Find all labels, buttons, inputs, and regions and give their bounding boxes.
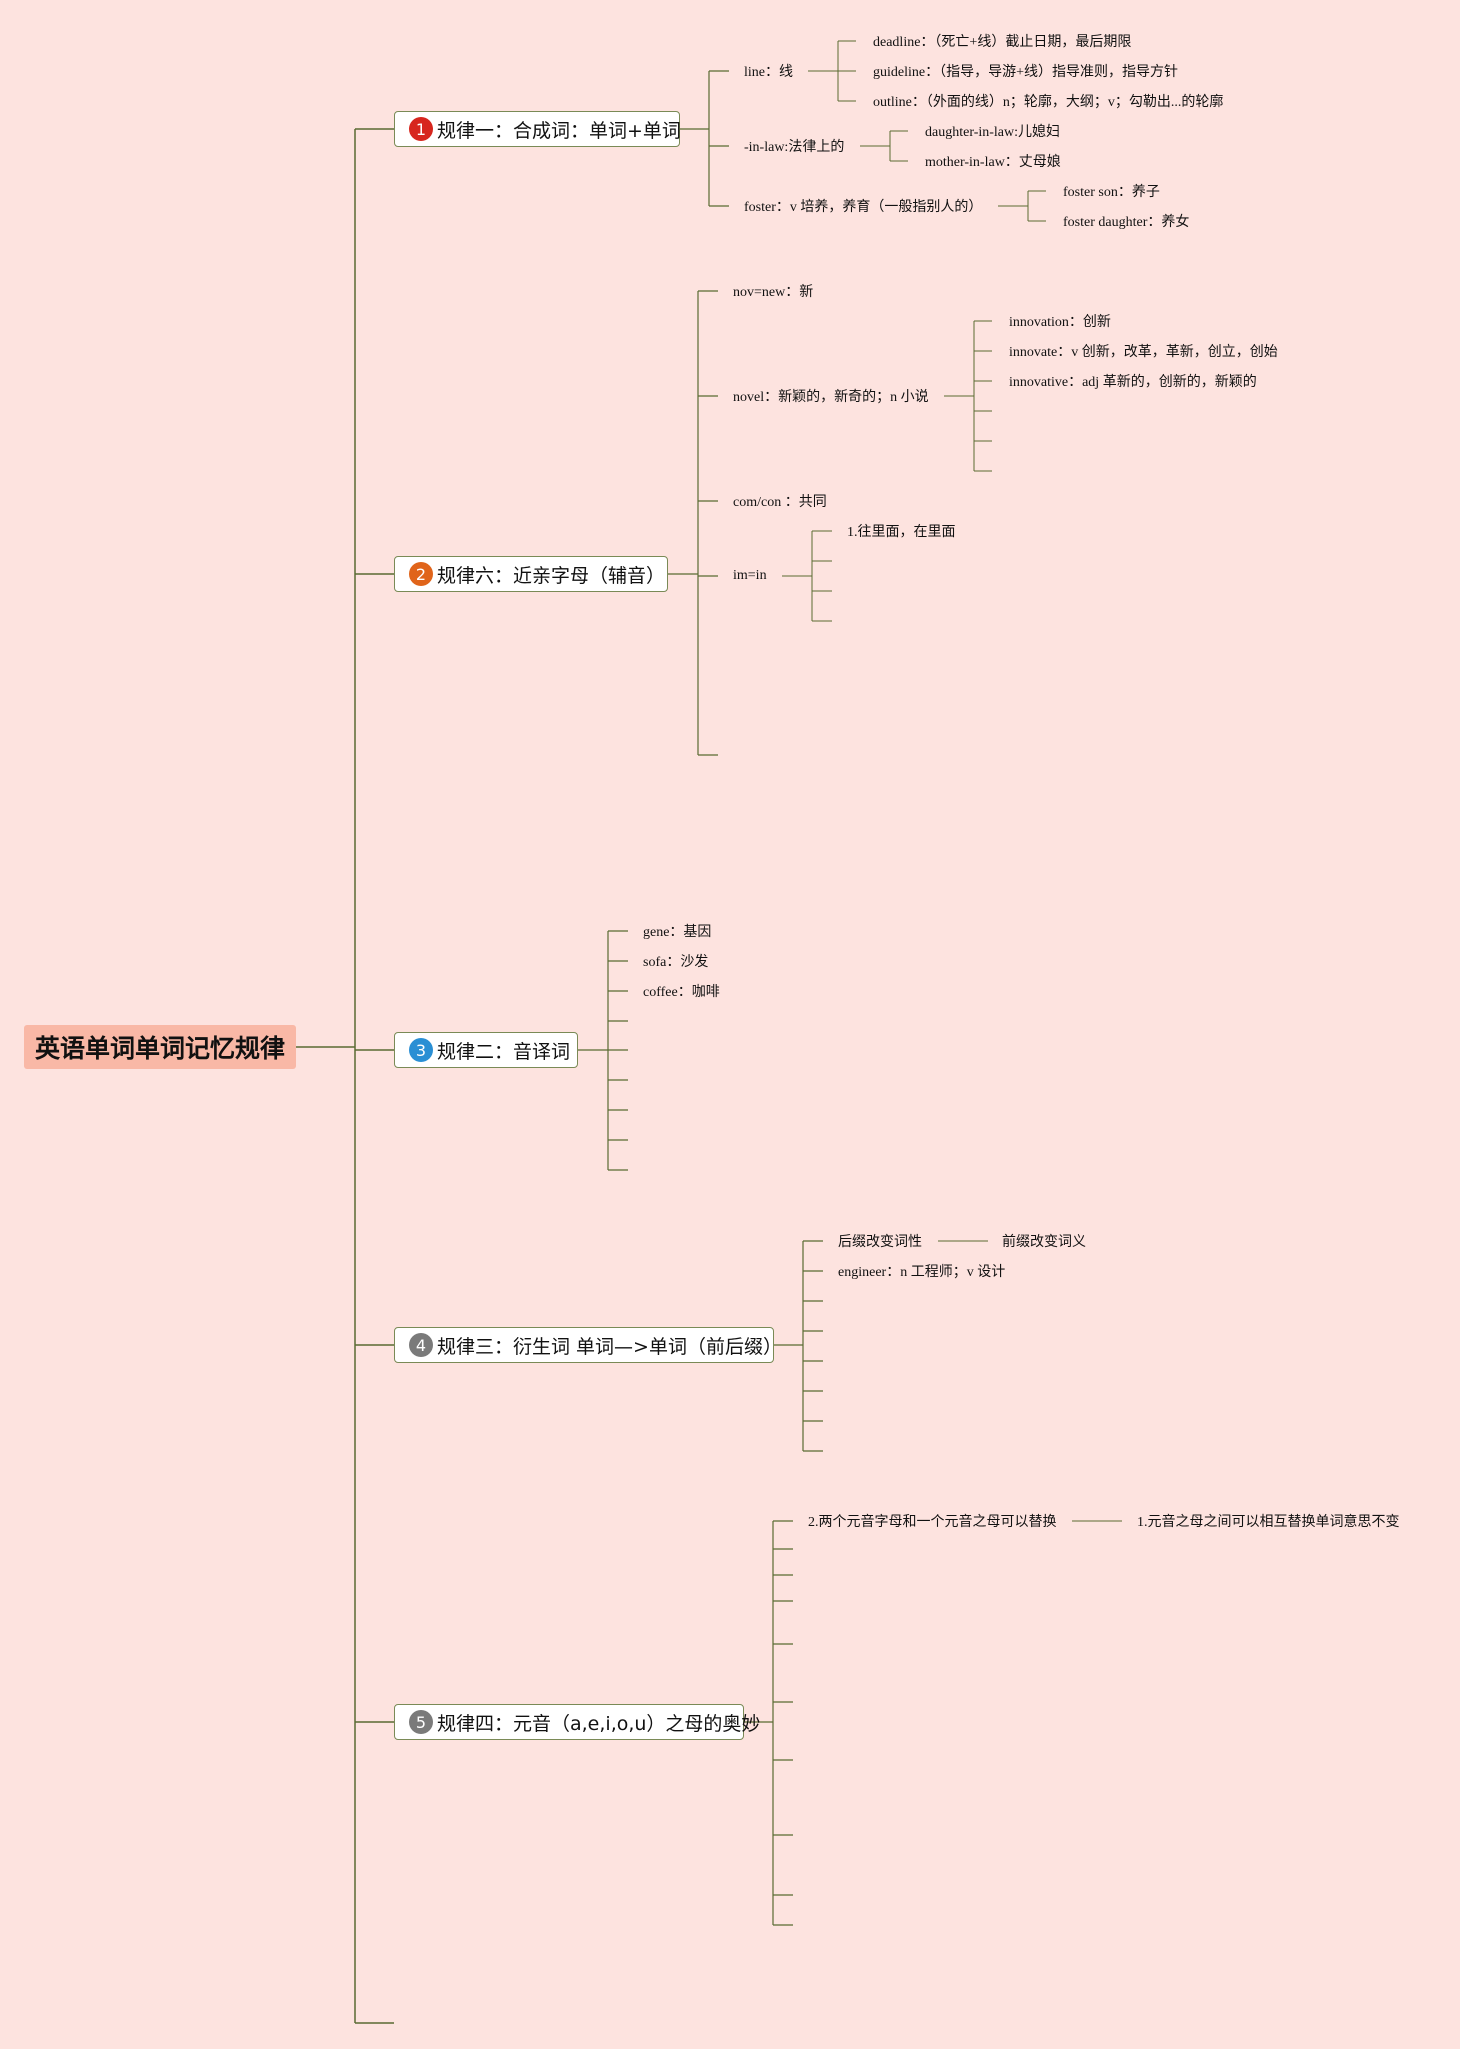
branch-rule-4[interactable]: 5 规律四：元音（a,e,i,o,u）之母的奥妙	[394, 1704, 760, 1740]
number-badge-1: 1	[409, 117, 433, 141]
leaf-innovative[interactable]: innovative：adj 革新的，创新的，新颖的	[1009, 375, 1257, 390]
branch-rule-3[interactable]: 4 规律三：衍生词 单词—>单词（前后缀）	[394, 1327, 782, 1363]
subtopic-im-in[interactable]: im=in	[733, 568, 767, 583]
leaf-vowel-mother[interactable]: 1.元音之母之间可以相互替换单词意思不变	[1137, 1515, 1400, 1530]
leaf-foster-daughter[interactable]: foster daughter：养女	[1063, 215, 1190, 230]
leaf-innovation[interactable]: innovation：创新	[1009, 315, 1111, 330]
subtopic-gene[interactable]: gene：基因	[643, 925, 712, 940]
leaf-deadline[interactable]: deadline：（死亡+线）截止日期，最后期限	[873, 35, 1132, 50]
number-badge-5: 5	[409, 1710, 433, 1734]
subtopic-in-law[interactable]: -in-law:法律上的	[744, 140, 845, 155]
branch-rule-6[interactable]: 2 规律六：近亲字母（辅音）	[394, 556, 668, 592]
leaf-mother-in-law[interactable]: mother-in-law：丈母娘	[925, 155, 1061, 170]
leaf-foster-son[interactable]: foster son：养子	[1063, 185, 1160, 200]
subtopic-vowel-replace[interactable]: 2.两个元音字母和一个元音之母可以替换	[808, 1515, 1057, 1530]
leaf-inside[interactable]: 1.往里面，在里面	[847, 525, 956, 540]
subtopic-sofa[interactable]: sofa：沙发	[643, 955, 709, 970]
subtopic-novel[interactable]: novel：新颖的，新奇的；n 小说	[733, 390, 929, 405]
subtopic-nov[interactable]: nov=new：新	[733, 285, 814, 300]
branch-title: 规律六：近亲字母（辅音）	[437, 564, 666, 587]
subtopic-engineer[interactable]: engineer：n 工程师；v 设计	[838, 1265, 1006, 1280]
leaf-outline[interactable]: outline：（外面的线）n；轮廓，大纲；v；勾勒出...的轮廓	[873, 95, 1224, 110]
subtopic-suffix[interactable]: 后缀改变词性	[838, 1235, 922, 1250]
leaf-innovate[interactable]: innovate：v 创新，改革，革新，创立，创始	[1009, 345, 1278, 360]
branch-rule-1[interactable]: 1 规律一：合成词：单词+单词	[394, 111, 681, 147]
subtopic-foster[interactable]: foster：v 培养，养育（一般指别人的）	[744, 200, 983, 215]
branch-title: 规律四：元音（a,e,i,o,u）之母的奥妙	[437, 1712, 761, 1735]
leaf-daughter-in-law[interactable]: daughter-in-law:儿媳妇	[925, 125, 1061, 140]
central-topic[interactable]: 英语单词单词记忆规律	[24, 1025, 296, 1069]
branch-title: 规律二：音译词	[437, 1040, 571, 1063]
subtopic-line[interactable]: line：线	[744, 65, 793, 80]
subtopic-coffee[interactable]: coffee：咖啡	[643, 985, 720, 1000]
number-badge-3: 3	[409, 1038, 433, 1062]
branch-rule-2[interactable]: 3 规律二：音译词	[394, 1032, 578, 1068]
number-badge-4: 4	[409, 1333, 433, 1357]
leaf-guideline[interactable]: guideline：（指导，导游+线）指导准则，指导方针	[873, 65, 1178, 80]
leaf-prefix[interactable]: 前缀改变词义	[1002, 1235, 1086, 1250]
number-badge-2: 2	[409, 562, 433, 586]
subtopic-com-con[interactable]: com/con ：共同	[733, 495, 827, 510]
branch-title: 规律一：合成词：单词+单词	[437, 119, 681, 142]
branch-title: 规律三：衍生词 单词—>单词（前后缀）	[437, 1335, 782, 1358]
